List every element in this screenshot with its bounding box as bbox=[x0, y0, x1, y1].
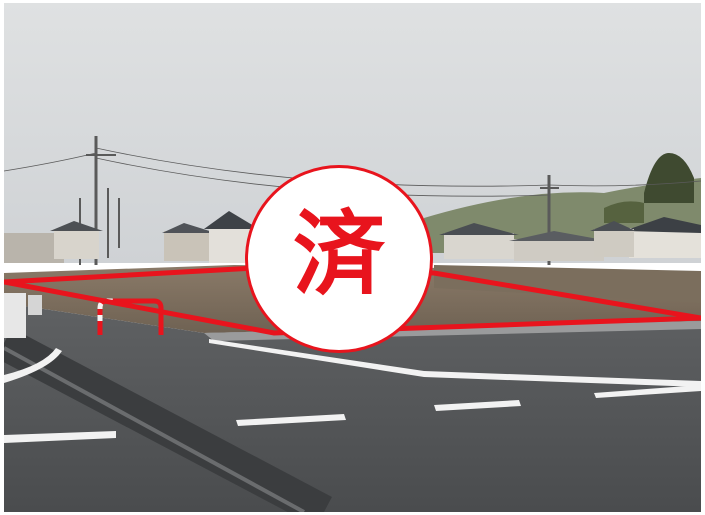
stamp-badge: 済 bbox=[245, 165, 433, 353]
photo-scene bbox=[4, 3, 701, 512]
lot-photo bbox=[4, 3, 701, 512]
road-markings bbox=[4, 339, 701, 443]
stamp-text: 済 bbox=[292, 201, 385, 308]
lot-boundary bbox=[4, 264, 701, 336]
houses-left bbox=[4, 211, 259, 263]
houses-right bbox=[439, 217, 701, 261]
road bbox=[4, 303, 701, 512]
